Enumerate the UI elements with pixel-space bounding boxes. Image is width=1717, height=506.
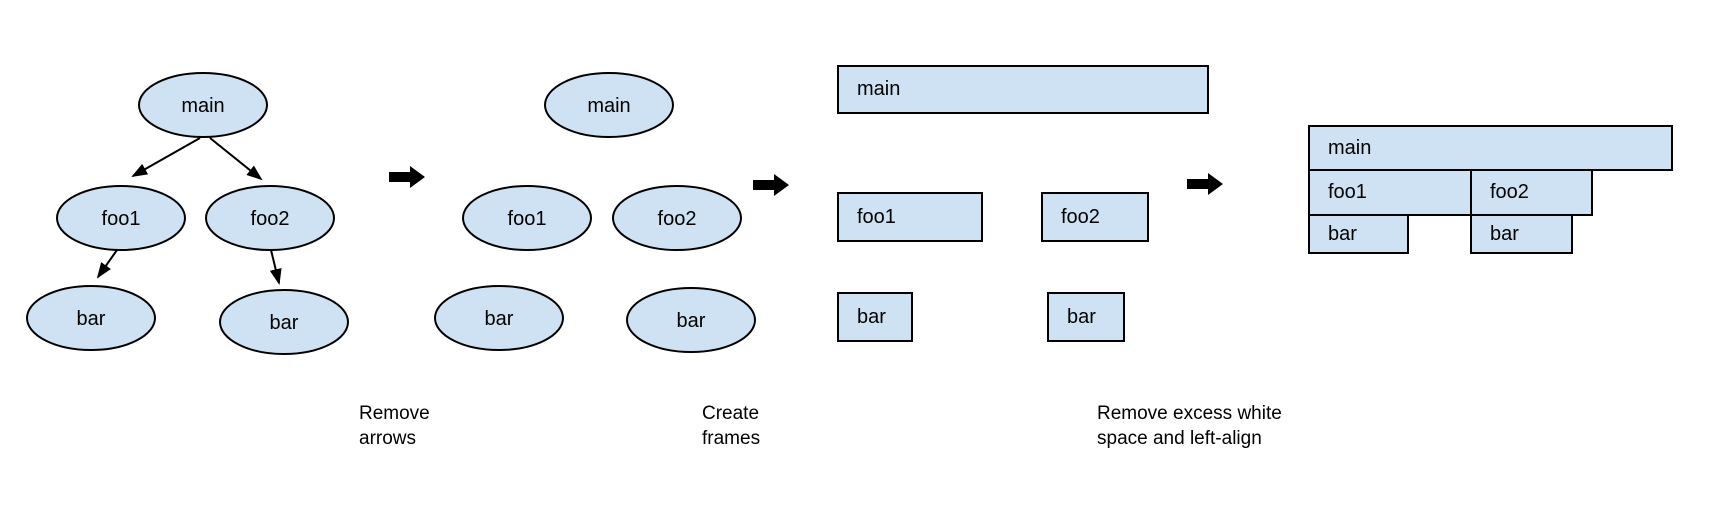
tree-node-bar-left: bar — [26, 285, 156, 351]
noarrow-node-foo2-ellipse — [612, 185, 742, 251]
edge-main-foo1-arrow — [131, 137, 201, 177]
noarrow-node-foo1-ellipse — [462, 185, 592, 251]
tree-node-bar-left-label: bar — [77, 308, 106, 330]
tree-node-foo1-ellipse — [56, 185, 186, 251]
noarrow-node-foo2: foo2 — [612, 185, 742, 251]
flame-rect-foo1: foo1 — [1308, 169, 1472, 216]
frame-rect-bar-left: bar — [837, 292, 913, 342]
tree-node-main: main — [138, 72, 268, 138]
right-arrow-icon-step1 — [389, 166, 425, 188]
tree-node-bar-right-label: bar — [270, 312, 299, 334]
caption-remove-arrows-line1: Remove — [359, 403, 430, 424]
caption-create-frames-line1: Create — [702, 403, 760, 424]
noarrow-node-bar-left: bar — [434, 285, 564, 351]
noarrow-node-foo1: foo1 — [462, 185, 592, 251]
caption-create-frames: Create frames — [702, 401, 760, 451]
noarrow-node-foo1-label: foo1 — [508, 208, 547, 230]
tree-node-foo2-ellipse — [205, 185, 335, 251]
noarrow-node-bar-left-ellipse — [434, 285, 564, 351]
frame-rect-bar-right: bar — [1047, 292, 1125, 342]
tree-node-foo2: foo2 — [205, 185, 335, 251]
flame-rect-bar-left: bar — [1308, 214, 1409, 254]
edge-foo2-bar-arrow — [269, 249, 282, 285]
caption-remove-arrows: Remove arrows — [359, 401, 430, 451]
noarrow-node-main-label: main — [587, 95, 630, 117]
tree-node-bar-right: bar — [219, 289, 349, 355]
right-arrow-icon-step3 — [1187, 173, 1223, 195]
tree-node-foo2-label: foo2 — [251, 208, 290, 230]
noarrow-node-main-ellipse — [544, 72, 674, 138]
caption-remove-arrows-line2: arrows — [359, 428, 417, 449]
right-arrow-icon-step2 — [753, 174, 789, 196]
frame-rect-main: main — [837, 65, 1209, 114]
stage-call-tree: main foo1 foo2 bar bar — [26, 72, 349, 355]
noarrow-node-main: main — [544, 72, 674, 138]
flame-rect-bar-right: bar — [1470, 214, 1573, 254]
noarrow-node-bar-right: bar — [626, 287, 756, 353]
noarrow-node-bar-left-label: bar — [485, 308, 514, 330]
tree-node-foo1: foo1 — [56, 185, 186, 251]
edge-main-foo2-arrow — [209, 137, 263, 181]
tree-node-foo1-label: foo1 — [102, 208, 141, 230]
stage-no-arrows: main foo1 foo2 bar bar — [434, 72, 756, 353]
noarrow-node-bar-right-ellipse — [626, 287, 756, 353]
tree-node-main-label: main — [181, 95, 224, 117]
tree-node-bar-left-ellipse — [26, 285, 156, 351]
edge-foo1-bar-arrow — [96, 249, 118, 279]
tree-node-main-ellipse — [138, 72, 268, 138]
caption-left-align-line2: space and left-align — [1097, 428, 1262, 449]
frame-rect-foo2: foo2 — [1041, 192, 1149, 242]
caption-left-align: Remove excess white space and left-align — [1097, 401, 1282, 451]
tree-node-bar-right-ellipse — [219, 289, 349, 355]
noarrow-node-bar-right-label: bar — [677, 310, 706, 332]
caption-left-align-line1: Remove excess white — [1097, 403, 1282, 424]
flame-rect-foo2: foo2 — [1470, 169, 1593, 216]
flame-rect-main: main — [1308, 125, 1673, 171]
frame-rect-foo1: foo1 — [837, 192, 983, 242]
noarrow-node-foo2-label: foo2 — [658, 208, 697, 230]
caption-create-frames-line2: frames — [702, 428, 761, 449]
